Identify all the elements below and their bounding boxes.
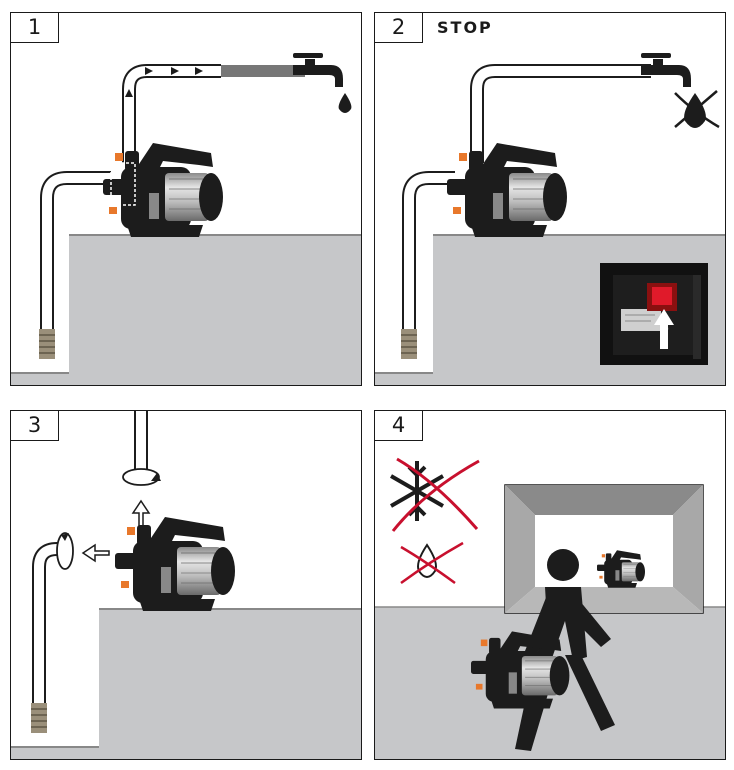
storage-room (504, 484, 704, 614)
panel-2-stop: 2 STOP 0 (374, 12, 726, 386)
arrow-left-icon (81, 543, 110, 563)
switch-off-label: 0 (661, 323, 669, 336)
panel-1-illustration (11, 53, 361, 385)
arrow-up-icon (131, 499, 151, 528)
red-switch-icon (652, 287, 672, 305)
rotate-icon (56, 532, 74, 570)
step-number: 4 (375, 411, 423, 441)
foot-valve-icon (38, 328, 56, 360)
panel-3-disconnect-hoses: 3 (10, 410, 362, 760)
foot-valve-icon (30, 702, 48, 734)
tap-icon (293, 53, 343, 87)
panel-2-illustration (375, 53, 725, 385)
step-number: 2 (375, 13, 423, 43)
rotate-icon (122, 468, 160, 486)
water-fill-hose (221, 65, 305, 77)
step-number: 3 (11, 411, 59, 441)
pump-icon (446, 142, 568, 238)
pump-icon (114, 516, 236, 612)
panel-3-illustration (11, 411, 361, 759)
panel-4-storage: 4 (374, 410, 726, 760)
foot-valve-icon (400, 328, 418, 360)
panel-4-illustration (375, 457, 725, 759)
arrow-up-icon (654, 309, 674, 349)
panel-1-prime-pump: 1 (10, 12, 362, 386)
step-number: 1 (11, 13, 59, 43)
water-drop-icon (338, 93, 352, 113)
stop-heading: STOP (437, 18, 493, 37)
power-switch-inset (600, 263, 708, 365)
tap-icon (641, 53, 691, 87)
pump-icon (102, 142, 224, 238)
